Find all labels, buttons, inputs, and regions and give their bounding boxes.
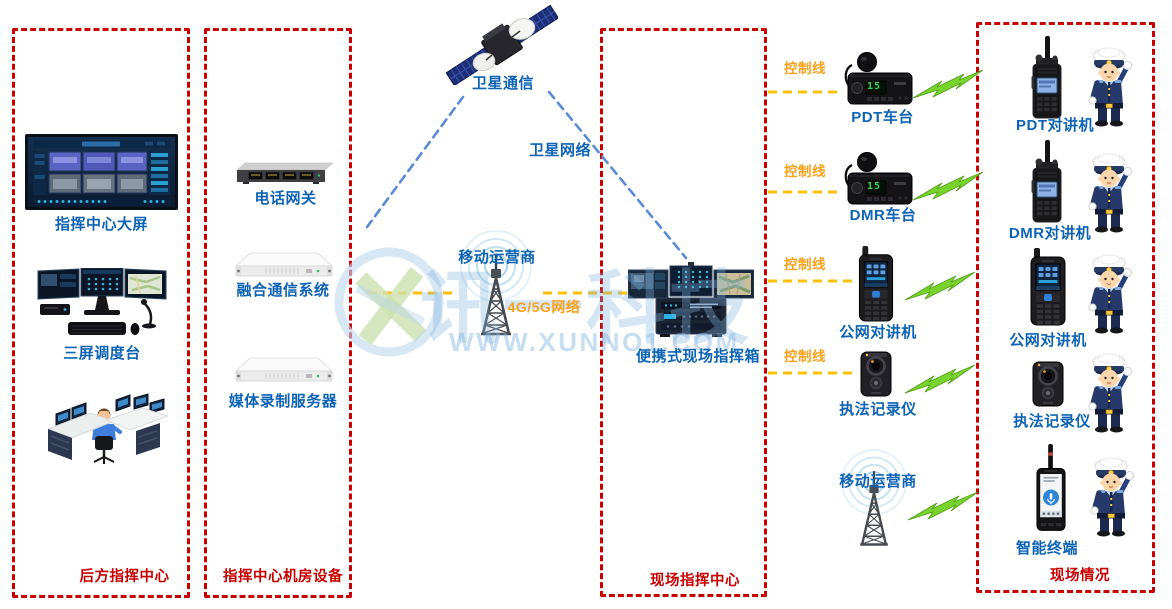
- police-officer-icon-5: [1084, 456, 1138, 540]
- smart-terminal-icon: [1034, 444, 1068, 536]
- satellite-label: 卫星通信: [471, 75, 534, 92]
- public-network-radio-right-icon: [1028, 248, 1068, 326]
- lightning-bolt-pnet: [905, 272, 975, 301]
- lightning-bolt-dmr: [913, 172, 983, 201]
- dispatch-console-label: 三屏调度台: [63, 345, 141, 362]
- fusion-comm-label: 融合通信系统: [236, 282, 330, 299]
- lightning-bolt-recorder: [905, 365, 975, 394]
- police-officer-icon-3: [1082, 253, 1136, 337]
- pdt-car-radio-display: 15: [866, 81, 882, 92]
- command-center-big-screen: [25, 134, 178, 210]
- server-room-box: [204, 28, 352, 598]
- public-network-radio-mid-icon: [856, 246, 896, 322]
- fusion-comm-server: [234, 251, 334, 281]
- dmr-car-radio-label: DMR车台: [849, 207, 917, 224]
- carrier-mid-label: 移动运营商: [458, 249, 536, 266]
- rear-command-center-title: 后方指挥中心: [79, 569, 170, 585]
- big-screen-label: 指挥中心大屏: [54, 216, 148, 233]
- public-network-radio-right-label: 公网对讲机: [1009, 332, 1087, 349]
- control-line-label-3: 控制线: [784, 257, 826, 272]
- police-officer-icon-2: [1082, 152, 1136, 236]
- operator-workstation-illustration: [48, 386, 168, 468]
- media-record-server: [234, 356, 334, 386]
- pdt-handheld-label: PDT对讲机: [1015, 117, 1094, 134]
- field-command-center-box: [600, 28, 767, 597]
- control-line-label-2: 控制线: [784, 164, 826, 179]
- pdt-handheld-radio-icon: [1028, 36, 1064, 120]
- phone-gateway-device: [237, 162, 333, 186]
- rear-command-center-box: [12, 28, 190, 598]
- body-camera-right-label: 执法记录仪: [1013, 413, 1091, 430]
- public-network-radio-mid-label: 公网对讲机: [839, 324, 917, 341]
- dmr-car-radio-icon: [840, 151, 914, 207]
- body-camera-right-icon: [1031, 360, 1065, 408]
- satellite-network-label: 卫星网络: [528, 142, 591, 159]
- dmr-car-radio-display: 15: [866, 181, 882, 192]
- satellite-icon: [446, 5, 558, 85]
- pdt-car-radio-icon: [840, 51, 914, 107]
- triple-screen-dispatch-console: [36, 268, 168, 342]
- dmr-handheld-label: DMR对讲机: [1008, 225, 1092, 242]
- satellite-link-left: [365, 95, 465, 229]
- field-situation-title: 现场情况: [1050, 568, 1110, 584]
- control-line-label-1: 控制线: [784, 61, 826, 76]
- field-command-center-title: 现场指挥中心: [650, 573, 740, 589]
- carrier-right-label: 移动运营商: [839, 473, 917, 490]
- body-camera-mid-icon: [859, 350, 893, 398]
- pdt-car-radio-label: PDT车台: [851, 109, 914, 126]
- server-room-title: 指挥中心机房设备: [223, 569, 343, 585]
- control-line-label-4: 控制线: [784, 349, 826, 364]
- 4g5g-network-label: 4G/5G网络: [507, 299, 581, 315]
- lightning-bolt-carrier: [908, 492, 978, 521]
- field-situation-box: [976, 22, 1155, 593]
- media-record-label: 媒体录制服务器: [228, 393, 338, 410]
- portable-command-case: [628, 262, 754, 338]
- smart-terminal-label: 智能终端: [1015, 540, 1078, 557]
- phone-gateway-label: 电话网关: [254, 190, 317, 207]
- dmr-handheld-radio-icon: [1028, 140, 1064, 224]
- body-camera-mid-label: 执法记录仪: [839, 401, 917, 418]
- lightning-bolt-pdt: [913, 70, 983, 99]
- portable-command-case-label: 便携式现场指挥箱: [635, 348, 760, 365]
